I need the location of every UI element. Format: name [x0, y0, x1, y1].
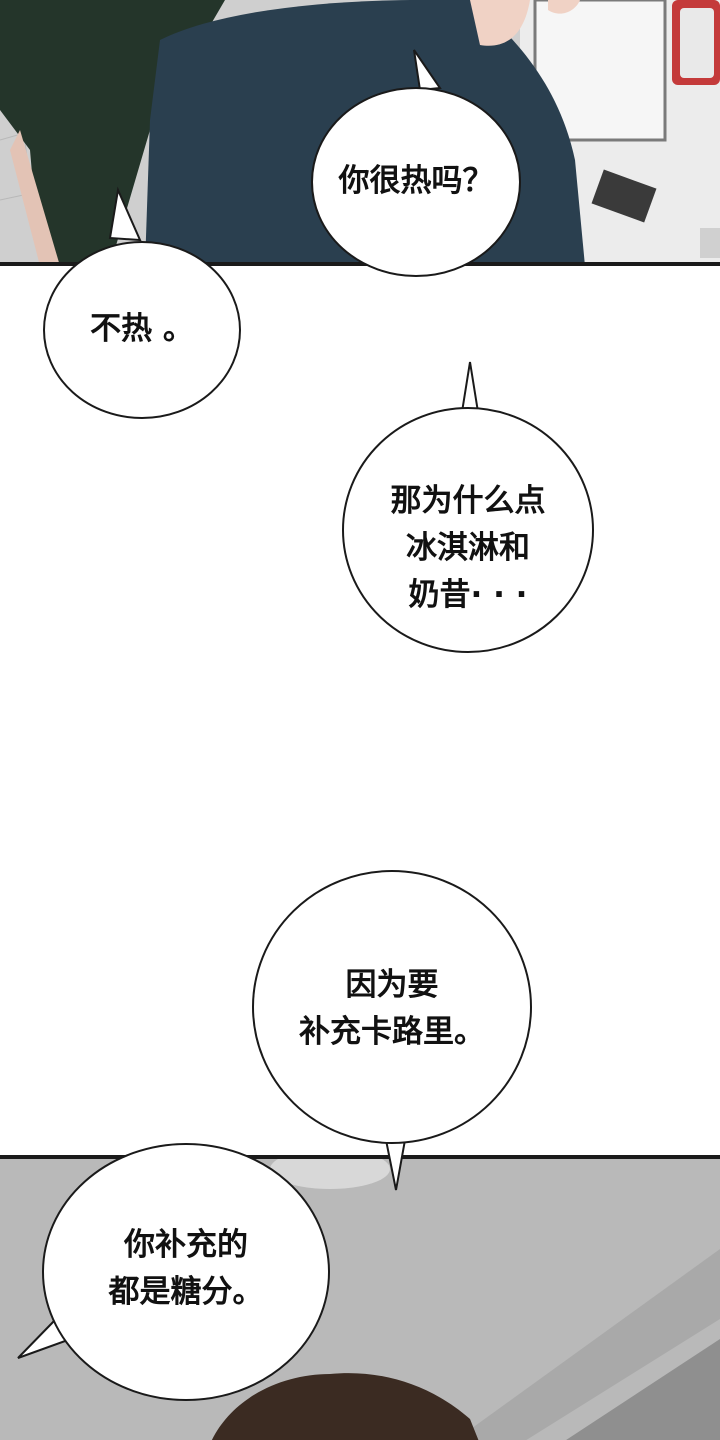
bubble-3-tail	[460, 361, 480, 413]
kiosk-side-detail	[700, 228, 720, 258]
bubble-1-text: 你很热吗？	[338, 163, 494, 199]
kiosk-card-slot	[680, 8, 714, 78]
fingers-on-kiosk	[548, 0, 580, 14]
hand-on-kiosk	[470, 0, 530, 46]
background-panel	[566, 1339, 720, 1440]
background-structure	[455, 1249, 720, 1440]
kiosk-receipt-slot	[591, 169, 657, 223]
arm-skin	[10, 130, 59, 262]
bubble-3-text: 那为什么点 冰淇淋和 奶昔· · ·	[390, 483, 546, 613]
bubble-2-text: 不热 。	[90, 311, 194, 347]
bubble-4-text: 因为要 补充卡路里。	[299, 967, 485, 1050]
top-panel-illustration	[0, 0, 720, 266]
kiosk-scene-art	[0, 0, 720, 262]
bubble-5-text: 你补充的 都是糖分。	[108, 1227, 264, 1310]
